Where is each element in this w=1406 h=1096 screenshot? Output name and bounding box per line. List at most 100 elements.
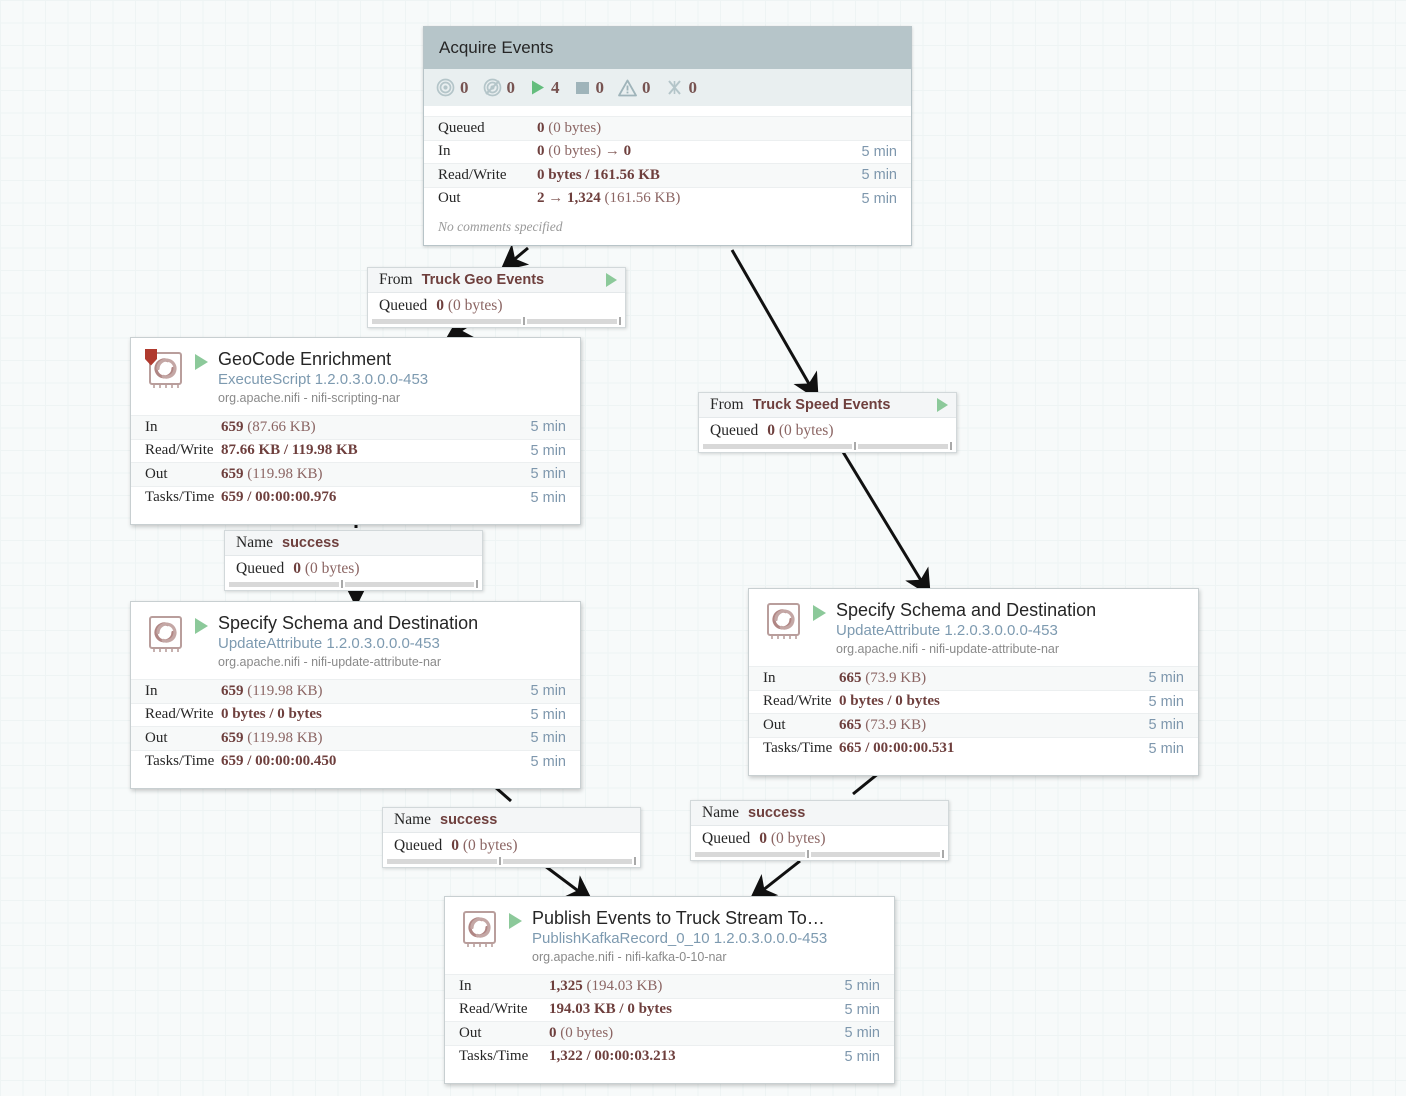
processor-stat-row: Read/Write 194.03 KB / 0 bytes 5 min <box>445 997 894 1022</box>
queued-value: 0 (0 bytes) <box>293 559 360 577</box>
stat-label: Out <box>145 465 168 482</box>
stat-time: 5 min <box>530 730 566 747</box>
processor-stat-row: In 659 (119.98 KB) 5 min <box>131 679 580 703</box>
pg-stat-label: In <box>438 143 451 160</box>
processor-type: UpdateAttribute 1.2.0.3.0.0.0-453 <box>836 622 1058 639</box>
queued-value: 0 (0 bytes) <box>767 421 834 439</box>
not-transmitting-icon <box>483 78 501 97</box>
processor-footer <box>131 773 580 788</box>
process-group-acquire-events[interactable]: Acquire Events 0 0 <box>423 26 912 246</box>
stat-time: 5 min <box>844 978 880 995</box>
stat-time: 5 min <box>1148 670 1184 687</box>
run-status-icon <box>195 354 208 370</box>
processor-stat-row: Read/Write 0 bytes / 0 bytes 5 min <box>131 702 580 727</box>
stat-time: 5 min <box>1148 740 1184 757</box>
processor-stat-row: Tasks/Time 665 / 00:00:00.531 5 min <box>749 736 1198 761</box>
connection-key-label: From <box>379 271 413 288</box>
transmitting-count: 0 <box>460 77 469 97</box>
connection-geocode-success[interactable]: Name success Queued 0 (0 bytes) <box>224 530 483 591</box>
processor-icon <box>759 599 807 645</box>
processor-chip-icon <box>463 911 496 947</box>
transmitting-icon <box>436 78 455 97</box>
stat-label: Read/Write <box>763 693 832 710</box>
connection-key-label: Name <box>236 534 274 551</box>
pg-stat-value: 0 (0 bytes) → 0 <box>537 143 632 160</box>
processor-specify-schema-left[interactable]: Specify Schema and Destination UpdateAtt… <box>130 601 581 789</box>
bulletin-shield-icon[interactable] <box>144 348 158 367</box>
processor-bundle: org.apache.nifi - nifi-kafka-0-10-nar <box>532 950 727 964</box>
queue-progress-bars <box>225 580 482 590</box>
stat-time: 5 min <box>530 683 566 700</box>
stat-time: 5 min <box>844 1025 880 1042</box>
stat-label: Tasks/Time <box>145 489 215 506</box>
processor-stat-row: In 665 (73.9 KB) 5 min <box>749 666 1198 690</box>
queued-value: 0 (0 bytes) <box>451 836 518 854</box>
stat-label: Out <box>763 716 786 733</box>
stat-time: 5 min <box>1148 717 1184 734</box>
processor-stat-row: In 1,325 (194.03 KB) 5 min <box>445 974 894 998</box>
go-to-source-icon[interactable] <box>606 273 617 287</box>
run-status-icon <box>195 618 208 634</box>
stat-label: In <box>145 418 158 435</box>
queue-progress-bars <box>383 857 640 867</box>
queue-progress-bars <box>699 442 956 452</box>
stat-label: In <box>145 682 158 699</box>
processor-publish-kafka[interactable]: Publish Events to Truck Stream To… Publi… <box>444 896 895 1084</box>
connection-schema-right-success[interactable]: Name success Queued 0 (0 bytes) <box>690 800 949 861</box>
processor-geocode-enrichment[interactable]: GeoCode Enrichment ExecuteScript 1.2.0.3… <box>130 337 581 525</box>
stat-value: 659 (119.98 KB) <box>221 729 323 746</box>
connection-key-label: From <box>710 396 744 413</box>
processor-stat-row: Out 659 (119.98 KB) 5 min <box>131 726 580 750</box>
stat-value: 659 / 00:00:00.976 <box>221 489 337 506</box>
stat-label: Out <box>459 1024 482 1041</box>
processor-stat-row: Tasks/Time 659 / 00:00:00.976 5 min <box>131 485 580 510</box>
connection-queued-row: Queued 0 (0 bytes) <box>383 833 640 858</box>
processor-stat-row: Out 0 (0 bytes) 5 min <box>445 1021 894 1045</box>
go-to-source-icon[interactable] <box>937 398 948 412</box>
status-not-transmitting[interactable]: 0 <box>483 77 516 98</box>
process-group-header: Acquire Events <box>424 27 911 69</box>
processor-header: Specify Schema and Destination UpdateAtt… <box>749 589 1198 666</box>
processor-bundle: org.apache.nifi - nifi-update-attribute-… <box>218 655 442 669</box>
status-transmitting[interactable]: 0 <box>436 78 469 98</box>
disabled-count: 0 <box>688 77 698 97</box>
stat-value: 0 bytes / 0 bytes <box>221 706 322 723</box>
stat-value: 665 (73.9 KB) <box>839 716 927 733</box>
connection-name: Truck Geo Events <box>421 272 545 288</box>
processor-stat-row: Read/Write 87.66 KB / 119.98 KB 5 min <box>131 438 580 463</box>
processor-icon <box>141 348 189 394</box>
stat-label: Tasks/Time <box>763 740 833 757</box>
processor-footer <box>445 1068 894 1083</box>
status-invalid[interactable]: 0 <box>618 78 651 98</box>
queued-label: Queued <box>236 559 285 577</box>
disabled-icon <box>667 80 681 95</box>
status-stopped[interactable]: 0 <box>574 78 604 98</box>
not-transmitting-count: 0 <box>506 77 516 97</box>
stat-label: Out <box>145 729 168 746</box>
processor-type: ExecuteScript 1.2.0.3.0.0.0-453 <box>218 371 429 388</box>
stat-label: Read/Write <box>145 442 214 459</box>
connection-truck-geo-events[interactable]: From Truck Geo Events Queued 0 (0 bytes) <box>367 267 626 328</box>
connection-header: Name success <box>225 531 482 556</box>
connection-name: success <box>748 805 806 821</box>
pg-stat-time: 5 min <box>861 143 897 160</box>
stat-label: Read/Write <box>459 1001 528 1018</box>
processor-titles: GeoCode Enrichment ExecuteScript 1.2.0.3… <box>218 348 428 407</box>
stat-label: Read/Write <box>145 706 214 723</box>
status-running[interactable]: 4 <box>529 78 560 98</box>
connection-name: success <box>282 535 340 551</box>
connection-truck-speed-events[interactable]: From Truck Speed Events Queued 0 (0 byte… <box>698 392 957 453</box>
processor-titles: Specify Schema and Destination UpdateAtt… <box>218 612 478 671</box>
processor-specify-schema-right[interactable]: Specify Schema and Destination UpdateAtt… <box>748 588 1199 776</box>
pg-stat-row: Read/Write 0 bytes / 161.56 KB 5 min <box>424 163 911 187</box>
status-disabled[interactable]: 0 <box>665 77 698 98</box>
connection-queued-row: Queued 0 (0 bytes) <box>225 556 482 581</box>
pg-stat-time: 5 min <box>861 167 897 184</box>
run-status-icon <box>509 913 522 929</box>
processor-stat-row: In 659 (87.66 KB) 5 min <box>131 415 580 439</box>
queued-label: Queued <box>394 836 443 854</box>
processor-type: UpdateAttribute 1.2.0.3.0.0.0-453 <box>218 635 440 652</box>
connection-header: From Truck Geo Events <box>368 268 625 293</box>
connection-schema-left-success[interactable]: Name success Queued 0 (0 bytes) <box>382 807 641 868</box>
